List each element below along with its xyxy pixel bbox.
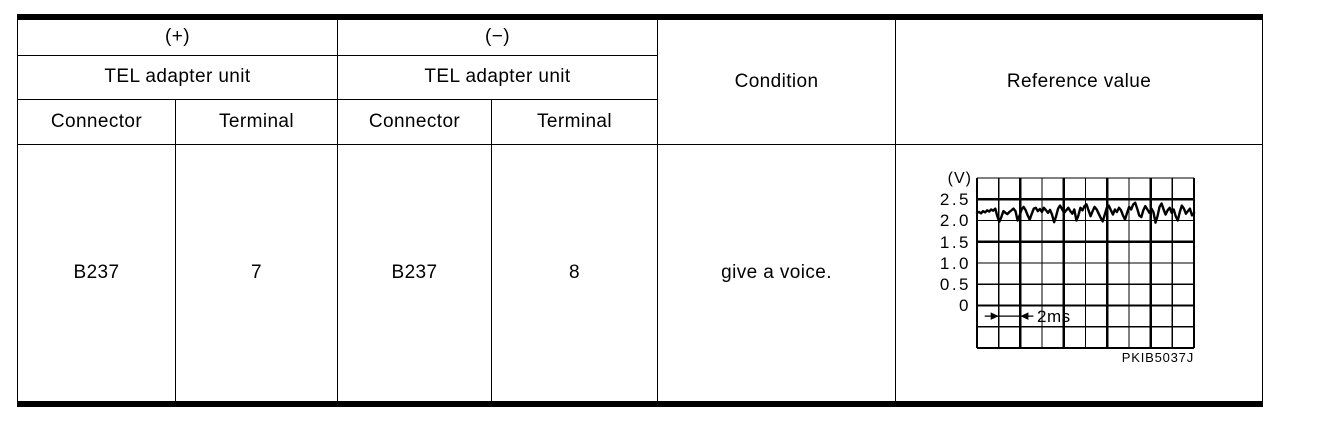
plus-terminal-header: Terminal [174, 98, 339, 145]
y-tick-label: 1.5 [940, 233, 971, 252]
minus-terminal-header: Terminal [491, 98, 659, 145]
column-header-row: Connector Terminal Connector Terminal [17, 98, 1263, 145]
minus-terminal-value: 8 [491, 143, 659, 405]
y-tick-label: 1.0 [940, 254, 971, 273]
terminal-reference-table: (+) (−) Condition Reference value TEL ad… [16, 14, 1264, 407]
table-row: B237 7 B237 8 give a voice. (V) 2.5 2.0 … [17, 143, 1264, 405]
condition-value: give a voice. [657, 143, 897, 405]
plus-unit-header: TEL adapter unit [16, 54, 339, 100]
reference-chart-cell: (V) 2.5 2.0 1.5 1.0 0.5 0 2ms PKIB5037J [895, 143, 1264, 405]
voltage-waveform [975, 201, 1196, 224]
y-tick-label: 0 [959, 296, 971, 315]
figure-code-caption: PKIB5037J [1122, 350, 1194, 365]
minus-polarity-header: (−) [337, 16, 659, 56]
plus-connector-header: Connector [17, 98, 176, 145]
plus-connector-value: B237 [17, 143, 176, 405]
oscilloscope-chart: (V) 2.5 2.0 1.5 1.0 0.5 0 2ms PKIB5037J [940, 170, 1196, 365]
arrowhead-icon [1020, 312, 1029, 320]
unit-header-row: TEL adapter unit TEL adapter unit [16, 54, 1263, 100]
y-axis-unit-label: (V) [948, 170, 972, 187]
plus-polarity-header: (+) [16, 16, 339, 56]
minus-unit-header: TEL adapter unit [337, 54, 659, 100]
scope-grid [975, 177, 1196, 349]
minus-connector-header: Connector [337, 98, 493, 145]
time-division-label: 2ms [1037, 307, 1071, 326]
minus-connector-value: B237 [337, 143, 493, 405]
y-tick-label: 2.0 [940, 211, 971, 230]
arrowhead-icon [990, 312, 999, 320]
time-division-arrows [984, 312, 1034, 320]
plus-terminal-value: 7 [174, 143, 339, 405]
condition-header: Condition [657, 16, 897, 145]
y-tick-label: 2.5 [940, 190, 971, 209]
polarity-header-row: (+) (−) Condition Reference value [16, 16, 1264, 145]
reference-value-header: Reference value [895, 16, 1264, 145]
y-tick-label: 0.5 [940, 275, 971, 294]
